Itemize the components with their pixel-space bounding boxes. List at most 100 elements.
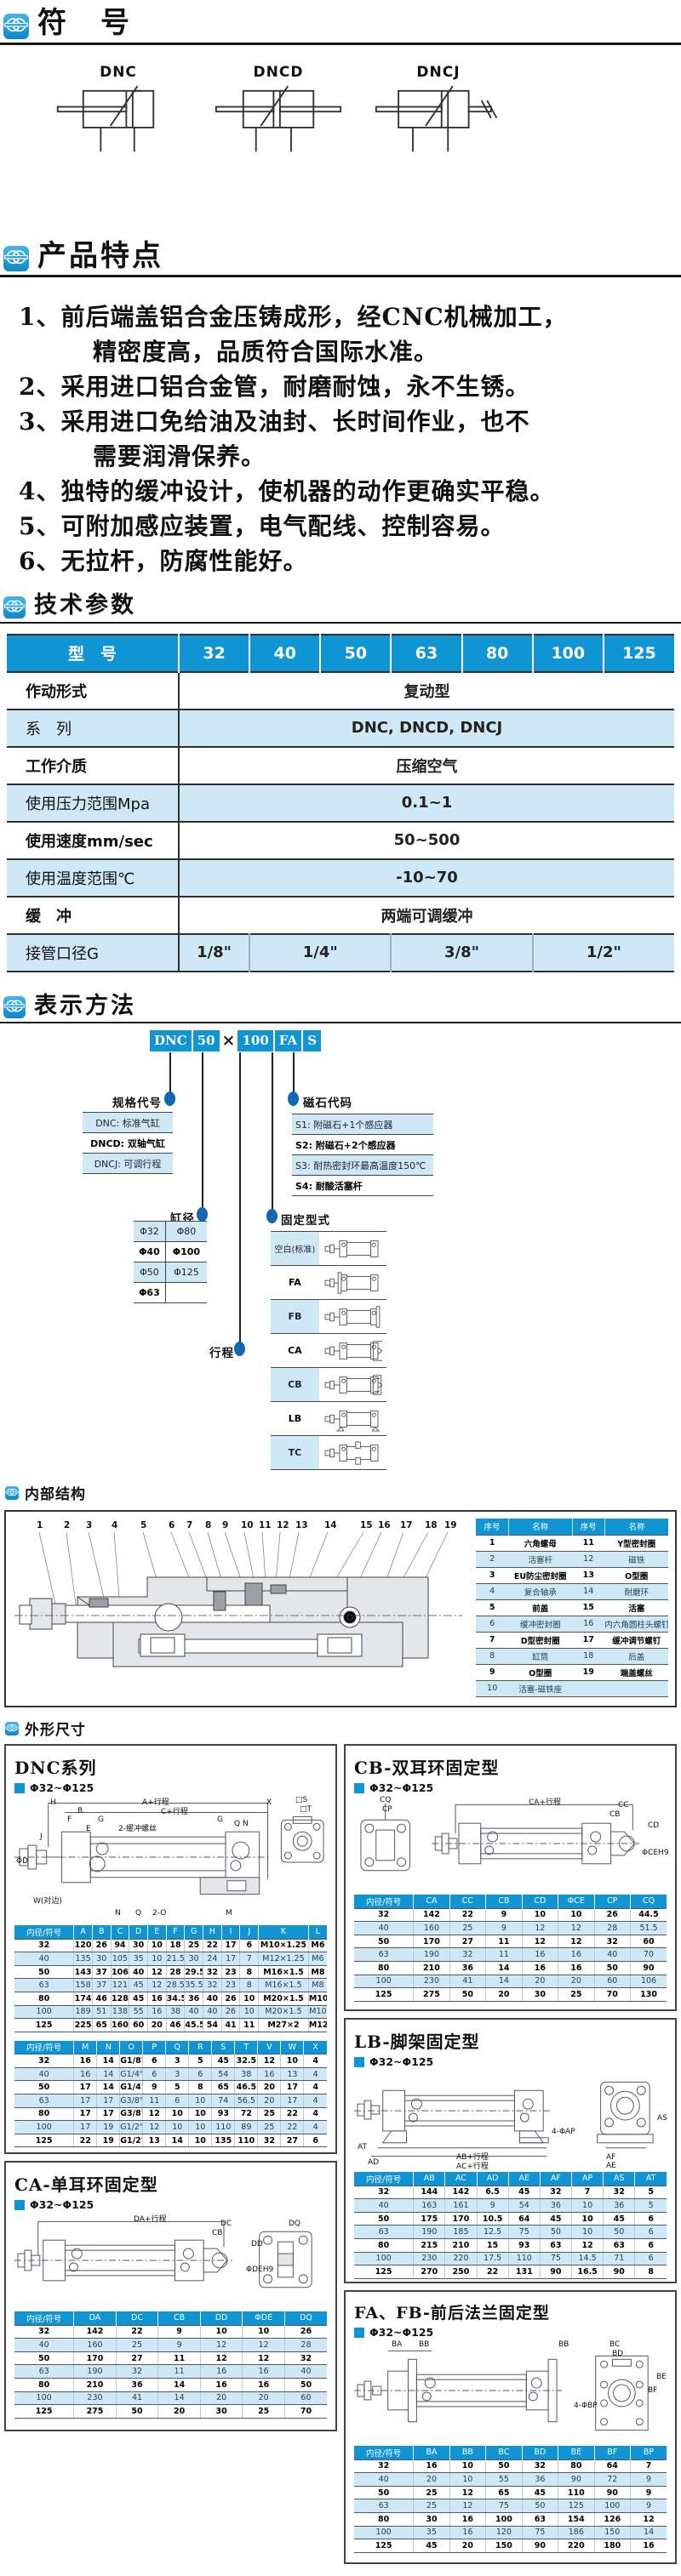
table-cell: 63 (354, 1947, 414, 1962)
symbol-dnc: DNC (54, 64, 182, 221)
dimension-label: BB (558, 2340, 569, 2350)
dimension-label: 19 (444, 1520, 457, 1531)
dimension-label: AF (606, 2153, 616, 2163)
table-cell: G1/4" (119, 2066, 143, 2082)
table-cell: 9 (142, 2080, 166, 2094)
dimension-label: B (77, 1807, 83, 1816)
dimension-label: W(对边) (33, 1897, 62, 1906)
dimension-label: CA+行程 (529, 1798, 561, 1808)
table-cell: 36 (115, 2377, 158, 2392)
table-cell: 4 (303, 2120, 327, 2134)
dimension-label: CP (382, 1805, 392, 1815)
table-cell: 32 (257, 2133, 281, 2148)
lb-mount-panel: LB-脚架固定型 Φ32~Φ125 (344, 2018, 677, 2284)
table-cell: 12 (521, 1921, 558, 1935)
table-cell: 12 (142, 2106, 166, 2122)
cb-mount-panel: CB-双耳环固定型 Φ32~Φ125 (344, 1744, 677, 2012)
table-cell: 75 (521, 2525, 558, 2540)
table-cell: 36 (603, 2198, 635, 2213)
dimension-label: CB (212, 2229, 223, 2238)
table-cell: 40 (593, 1947, 631, 1962)
dimension-label: 17 (400, 1520, 413, 1531)
table-cell: 70 (630, 1947, 667, 1962)
col-header: CC (449, 1895, 486, 1909)
col-header: 型 号 (7, 634, 179, 672)
table-cell: 9 (630, 2499, 667, 2513)
code-bore: 50 (192, 1030, 220, 1052)
table-cell: 活塞 (604, 1599, 668, 1616)
table-cell: 11 (157, 2351, 201, 2366)
table-cell: 120 (485, 2525, 523, 2540)
spec-option: DNC: 标准气缸 (83, 1112, 173, 1134)
table-cell: 22 (476, 2265, 509, 2279)
table-cell: 40 (283, 2364, 327, 2379)
dimension-label: DQ (289, 2220, 301, 2229)
leader-line (239, 1052, 241, 1349)
dims-left-column: DNC系列 Φ32~Φ125 (4, 1744, 337, 2564)
table-cell: 16 (73, 2054, 97, 2068)
table-cell: 10 (280, 2054, 304, 2068)
table-cell: 20 (449, 2539, 486, 2553)
table-cell: 27 (115, 2351, 158, 2366)
dimension-label: 14 (324, 1520, 337, 1531)
dimension-label: 3 (86, 1520, 93, 1531)
table-cell: 32 (14, 1938, 74, 1953)
dimension-label: DD (251, 2240, 263, 2249)
table-cell: 89 (234, 2120, 258, 2134)
table-cell: 154 (558, 2511, 595, 2527)
table-cell: 16.5 (570, 2265, 604, 2279)
table-cell: 20 (413, 2472, 450, 2487)
feature-item: 4、独特的缓冲设计，使机器的动作更确实平稳。 (19, 477, 555, 506)
col-header: CQ (630, 1895, 667, 1909)
table-cell: M10 (307, 1991, 327, 2006)
table-cell: 14 (165, 2133, 189, 2148)
table-cell: 30 (91, 1952, 112, 1966)
table-cell: 75 (507, 2225, 541, 2239)
dimension-label: BE (656, 2373, 667, 2382)
table-cell: 22 (73, 2133, 97, 2148)
table-cell: 121 (110, 1978, 129, 1992)
table-cell: 6 (303, 2133, 327, 2148)
table-cell: 125 (354, 2539, 414, 2553)
table-cell: 65 (91, 2018, 112, 2032)
header-row: 序号名称序号名称 (476, 1519, 668, 1536)
mount-row: CB (271, 1367, 386, 1403)
table-cell: 20 (242, 2391, 285, 2406)
ca-mount-panel: CA-单耳环固定型 Φ32~Φ125 (4, 2161, 337, 2432)
range-text: Φ32~Φ125 (30, 1781, 94, 1795)
table-cell: 22 (115, 2324, 158, 2339)
table-cell: 16 (413, 2459, 450, 2474)
col-header: AC (444, 2172, 478, 2186)
mount-diagram-fb (318, 1299, 386, 1335)
magnet-dot (288, 1091, 299, 1107)
magnet-row: S1: 附磁石+1个感应器 (292, 1114, 433, 1136)
bore-range: Φ32~Φ125 (14, 2198, 327, 2211)
table-cell: 20 (485, 1987, 523, 2002)
table-cell: 185 (444, 2225, 478, 2239)
table-cell: G1/2" (119, 2133, 143, 2148)
table-cell: 10 (476, 1679, 509, 1697)
table-cell: 41 (449, 1974, 486, 1989)
ordering-title: 表示方法 (34, 992, 136, 1019)
table-cell: 135 (211, 2133, 235, 2148)
table-cell: 16 (257, 2066, 281, 2082)
code-stroke: 100 (237, 1030, 273, 1052)
table-cell: 74 (211, 2094, 235, 2108)
dimension-label: 7 (186, 1520, 193, 1531)
col-header: T (234, 2040, 258, 2055)
dimension-label: DC (220, 2220, 232, 2229)
table-cell: 10 (239, 1991, 259, 2006)
symbols-title: 符 号 (37, 6, 132, 40)
feature-item: 6、无拉杆，防腐性能好。 (19, 547, 308, 576)
dimension-label: BA (392, 2340, 403, 2350)
